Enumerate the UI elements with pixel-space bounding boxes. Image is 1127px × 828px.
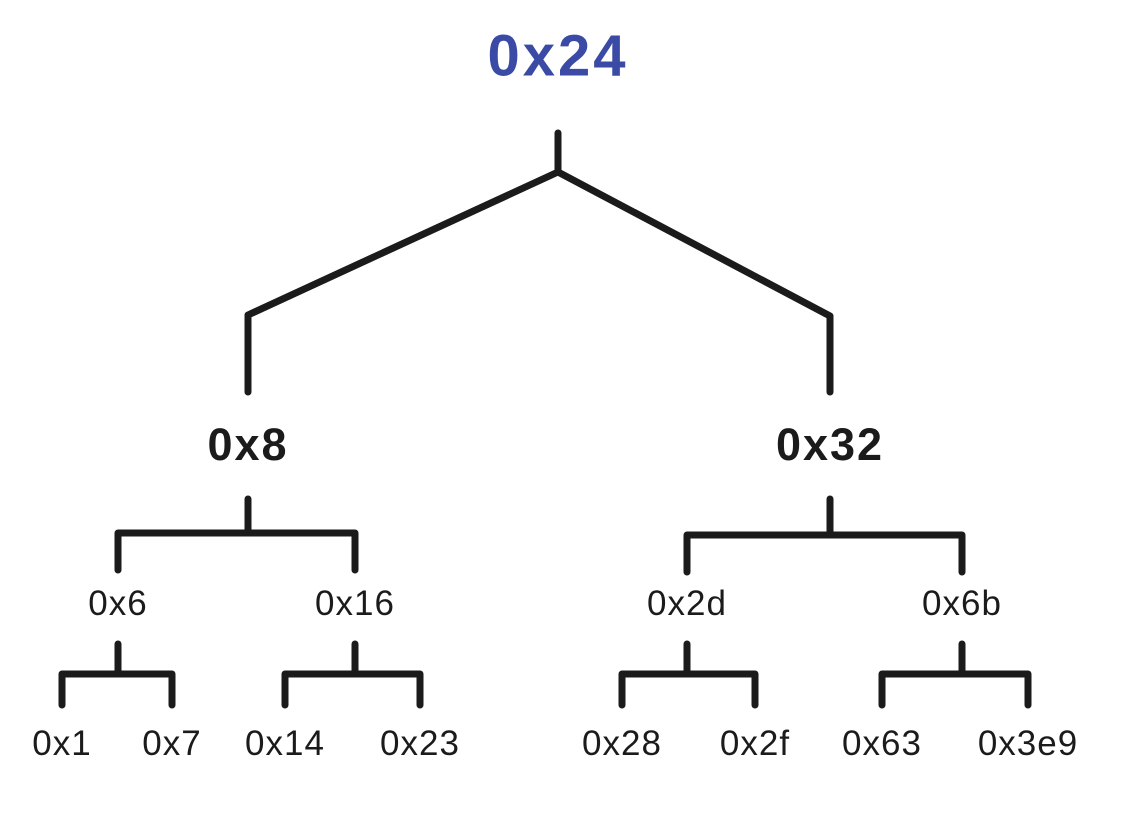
node-0x63: 0x63: [842, 724, 922, 763]
node-0x23: 0x23: [380, 724, 460, 763]
edge-root-right: [554, 168, 834, 396]
node-0x28: 0x28: [582, 724, 662, 763]
edge-0x32-bracket: [683, 531, 966, 576]
node-0x7: 0x7: [142, 724, 202, 763]
node-0x6: 0x6: [88, 584, 148, 623]
node-0x2d: 0x2d: [647, 584, 727, 623]
node-0x32: 0x32: [775, 419, 885, 470]
node-0x14: 0x14: [245, 724, 325, 763]
edge-root-left: [244, 168, 562, 396]
edge-0x6-bracket: [58, 670, 176, 709]
node-0x1: 0x1: [32, 724, 92, 763]
node-0x3e9: 0x3e9: [977, 724, 1079, 763]
edge-0x6b-bracket: [878, 670, 1032, 709]
edge-0x8-bracket: [114, 529, 359, 574]
node-0x8: 0x8: [207, 419, 289, 470]
node-0x16: 0x16: [315, 584, 395, 623]
node-0x2f: 0x2f: [719, 724, 791, 763]
edge-0x2d-bracket: [618, 670, 759, 709]
edge-0x16-bracket: [281, 670, 424, 709]
node-0x6b: 0x6b: [922, 584, 1002, 623]
node-0x24: 0x24: [487, 23, 629, 89]
